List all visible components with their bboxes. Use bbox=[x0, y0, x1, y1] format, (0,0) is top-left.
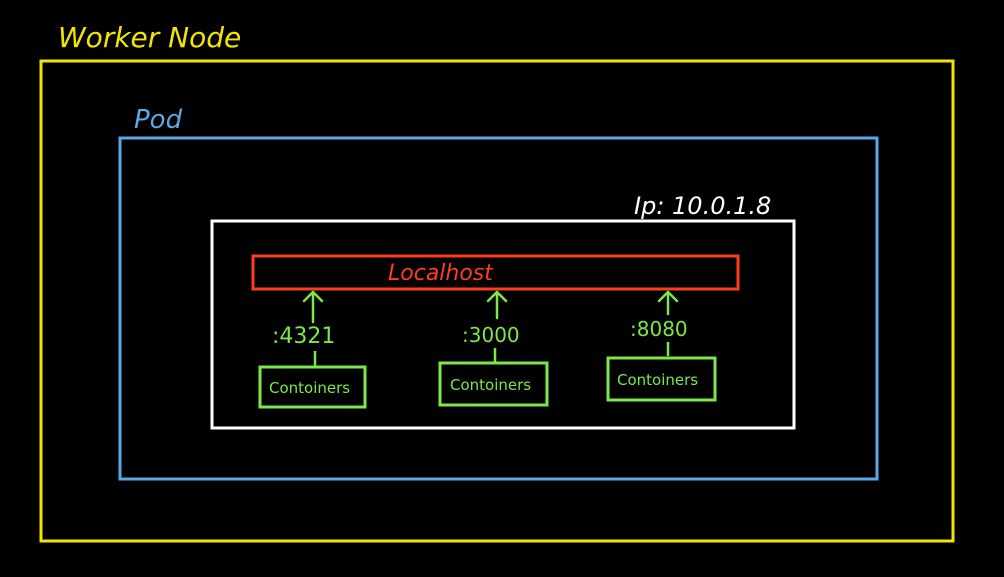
arrow-up-icon bbox=[302, 290, 324, 324]
container-box bbox=[438, 361, 549, 407]
container-port: :3000 bbox=[462, 323, 520, 347]
ip-network-box bbox=[210, 219, 796, 430]
localhost-bar bbox=[251, 254, 740, 291]
arrow-up-icon bbox=[657, 290, 679, 316]
container-box bbox=[606, 356, 717, 402]
container-port: :8080 bbox=[630, 317, 688, 341]
localhost-label: Localhost bbox=[388, 261, 494, 286]
container-port: :4321 bbox=[272, 324, 335, 349]
worker-node-box bbox=[39, 59, 955, 543]
container-label: Contoiners bbox=[617, 371, 698, 389]
pod-box bbox=[118, 136, 879, 481]
container-group: :8080 Contoiners bbox=[606, 290, 717, 402]
container-box bbox=[258, 365, 367, 409]
arrow-up-icon bbox=[486, 290, 508, 320]
container-label: Contoiners bbox=[450, 376, 531, 394]
ip-label: Ip: 10.0.1.8 bbox=[634, 192, 771, 220]
container-label: Contoiners bbox=[269, 379, 350, 397]
worker-node-label: Worker Node bbox=[58, 21, 241, 54]
pod-label: Pod bbox=[134, 105, 183, 135]
container-group: :3000 Contoiners bbox=[438, 290, 549, 407]
container-group: :4321 Contoiners bbox=[258, 290, 367, 409]
